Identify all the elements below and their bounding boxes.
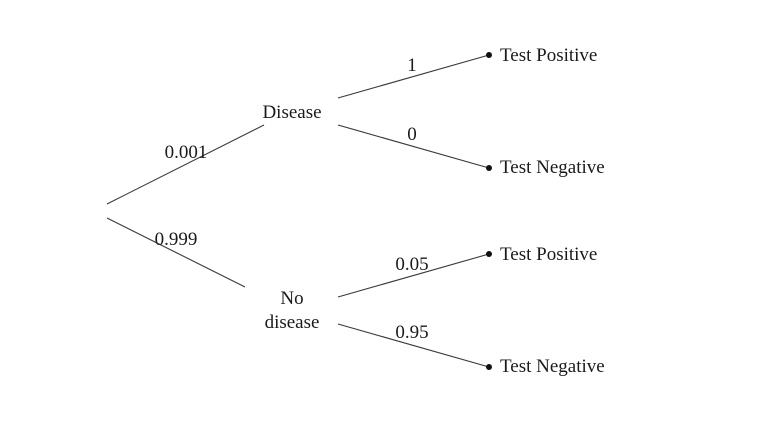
node-no-disease-line2: disease	[264, 312, 320, 333]
prob-nodisease-positive: 0.05	[395, 254, 429, 275]
leaf-dot-nodisease-negative	[486, 364, 492, 370]
leaf-nodisease-test-positive: Test Positive	[500, 244, 598, 265]
node-no-disease: No disease	[252, 287, 332, 335]
edge-root-disease	[106, 124, 265, 205]
prob-disease-positive: 1	[407, 55, 417, 76]
prob-disease: 0.001	[164, 142, 208, 163]
edge-disease-positive	[337, 54, 490, 99]
edge-root-nodisease	[106, 217, 246, 288]
edge-nodisease-negative	[337, 323, 490, 368]
leaf-dot-disease-positive	[486, 52, 492, 58]
leaf-nodisease-test-negative: Test Negative	[500, 356, 605, 377]
prob-disease-negative: 0	[407, 124, 417, 145]
node-disease: Disease	[262, 102, 322, 123]
leaf-disease-test-negative: Test Negative	[500, 157, 605, 178]
edge-nodisease-positive	[337, 253, 490, 298]
node-no-disease-line1: No	[280, 288, 304, 309]
prob-no-disease: 0.999	[154, 229, 198, 250]
prob-nodisease-negative: 0.95	[395, 322, 429, 343]
edge-disease-negative	[337, 124, 490, 169]
leaf-dot-disease-negative	[486, 165, 492, 171]
leaf-dot-nodisease-positive	[486, 251, 492, 257]
leaf-disease-test-positive: Test Positive	[500, 45, 598, 66]
